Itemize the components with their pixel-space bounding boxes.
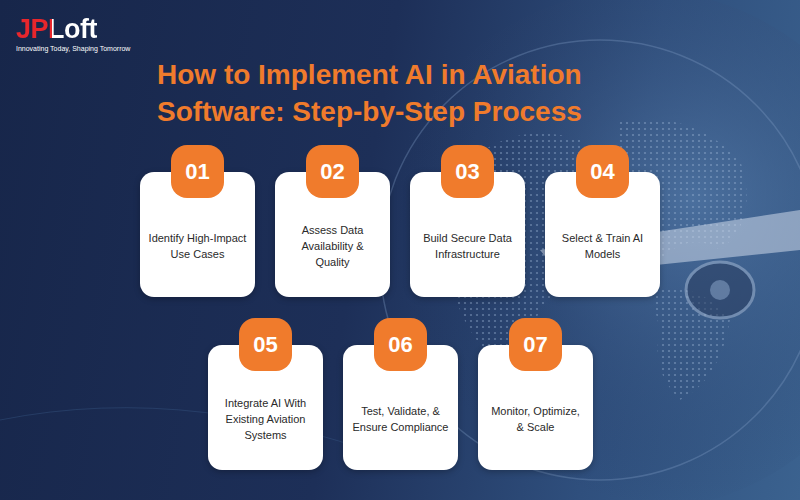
step-number: 07	[523, 332, 547, 358]
step-label: Assess Data Availability & Quality	[283, 222, 382, 270]
step-number: 04	[590, 159, 614, 185]
step-card: 03Build Secure Data Infrastructure	[410, 172, 525, 297]
step-card: 01Identify High-Impact Use Cases	[140, 172, 255, 297]
step-number: 03	[455, 159, 479, 185]
step-badge: 02	[306, 145, 359, 198]
step-number: 06	[388, 332, 412, 358]
step-number: 01	[185, 159, 209, 185]
step-badge: 06	[374, 318, 427, 371]
step-badge: 03	[441, 145, 494, 198]
step-card: 04Select & Train AI Models	[545, 172, 660, 297]
step-label: Test, Validate, & Ensure Compliance	[351, 403, 450, 435]
step-label: Integrate AI With Existing Aviation Syst…	[216, 395, 315, 443]
step-badge: 07	[509, 318, 562, 371]
step-label: Monitor, Optimize, & Scale	[486, 403, 585, 435]
logo-text: JPLoft	[16, 14, 97, 44]
step-label: Identify High-Impact Use Cases	[148, 230, 247, 262]
step-badge: 01	[171, 145, 224, 198]
step-label: Build Secure Data Infrastructure	[418, 230, 517, 262]
tagline-text: Innovating Today, Shaping Tomorrow	[16, 45, 130, 52]
step-number: 02	[320, 159, 344, 185]
step-card: 06Test, Validate, & Ensure Compliance	[343, 345, 458, 470]
step-badge: 05	[239, 318, 292, 371]
step-badge: 04	[576, 145, 629, 198]
step-card: 07Monitor, Optimize, & Scale	[478, 345, 593, 470]
step-card: 05Integrate AI With Existing Aviation Sy…	[208, 345, 323, 470]
step-card: 02Assess Data Availability & Quality	[275, 172, 390, 297]
step-number: 05	[253, 332, 277, 358]
step-label: Select & Train AI Models	[553, 230, 652, 262]
diagram-title: How to Implement AI in Aviation Software…	[157, 56, 657, 130]
